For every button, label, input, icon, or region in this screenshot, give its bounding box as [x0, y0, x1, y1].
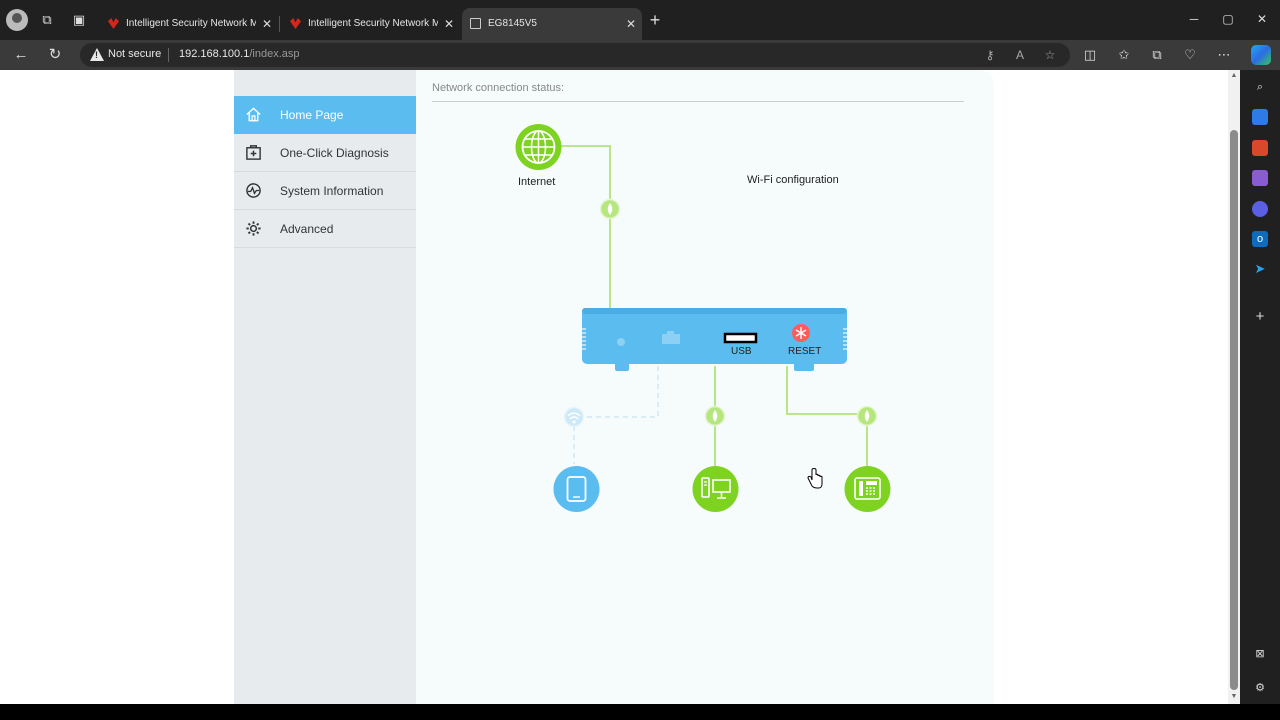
nav-advanced[interactable]: Advanced	[234, 210, 416, 248]
profile-avatar[interactable]	[6, 9, 28, 31]
scroll-thumb[interactable]	[1230, 130, 1238, 690]
close-window-icon[interactable]: ✕	[1256, 12, 1268, 26]
tab-title: EG8145V5	[488, 18, 537, 29]
usb-port-icon	[723, 332, 758, 344]
hide-sidebar-icon[interactable]: ⊠	[1255, 648, 1265, 660]
close-tab-icon[interactable]: ✕	[625, 17, 636, 31]
wifi-configuration-link[interactable]: Wi-Fi configuration	[747, 174, 839, 186]
page-icon	[470, 18, 481, 29]
copilot-sidebar-icon[interactable]	[1252, 201, 1268, 217]
tab-intelligent-security-1[interactable]: Intelligent Security Network Man ✕	[100, 8, 278, 40]
close-tab-icon[interactable]: ✕	[261, 17, 272, 31]
router-device-icon[interactable]	[582, 308, 847, 371]
send-icon[interactable]: ➤	[1254, 261, 1266, 276]
wifi-link-line	[573, 366, 659, 464]
nav-home-page[interactable]: Home Page	[234, 96, 425, 134]
address-bar[interactable]: Not secure 192.168.100.1/index.asp ⚷ A ☆	[80, 43, 1070, 67]
split-screen-icon[interactable]: ◫	[1083, 47, 1097, 62]
reset-label: RESET	[788, 346, 822, 357]
tools-icon[interactable]	[1252, 140, 1268, 156]
page-viewport: Home Page One-Click Diagnosis System Inf…	[0, 70, 1228, 704]
nav-one-click-diagnosis[interactable]: One-Click Diagnosis	[234, 134, 416, 172]
edge-sidebar: ⌕ o ➤ + ⊠ ⚙	[1240, 70, 1280, 704]
games-icon[interactable]	[1252, 170, 1268, 186]
browser-essentials-icon[interactable]: ♡	[1184, 47, 1196, 62]
phone-link-line	[786, 366, 868, 466]
maximize-icon[interactable]: ▢	[1222, 12, 1234, 26]
warning-icon	[90, 48, 104, 61]
phone-link-status-icon	[856, 405, 878, 427]
scroll-up-icon[interactable]: ▲	[1230, 72, 1238, 79]
tab-eg8145v5[interactable]: EG8145V5 ✕	[462, 8, 642, 40]
wifi-signal-icon	[563, 406, 585, 428]
close-tab-icon[interactable]: ✕	[443, 17, 454, 31]
tab-bar: ⧉ ▣ Intelligent Security Network Man ✕ I…	[0, 0, 1280, 40]
status-title: Network connection status:	[432, 82, 565, 94]
usb-label: USB	[731, 346, 752, 357]
new-tab-icon[interactable]: +	[649, 10, 661, 30]
internet-link-line	[557, 145, 611, 308]
tab-intelligent-security-2[interactable]: Intelligent Security Network Man ✕	[282, 8, 460, 40]
security-label[interactable]: Not secure	[108, 48, 162, 60]
nav-system-information[interactable]: System Information	[234, 172, 416, 210]
huawei-logo-icon	[108, 18, 119, 29]
key-icon[interactable]: ⚷	[985, 48, 995, 62]
refresh-icon[interactable]: ↻	[48, 46, 62, 63]
minimize-icon[interactable]: ─	[1189, 12, 1199, 26]
copilot-icon[interactable]	[1251, 45, 1271, 65]
search-icon[interactable]: ⌕	[1256, 81, 1264, 93]
address-toolbar: ← ↻ Not secure 192.168.100.1/index.asp ⚷…	[0, 40, 1280, 70]
favorites-icon[interactable]: ✩	[1118, 47, 1130, 62]
internet-label: Internet	[518, 176, 556, 188]
internet-globe-icon[interactable]	[515, 124, 562, 170]
shopping-tag-icon[interactable]	[1252, 109, 1268, 125]
telephone-device-icon[interactable]	[844, 466, 891, 512]
more-menu-icon[interactable]: ⋯	[1217, 47, 1231, 62]
back-icon[interactable]: ←	[13, 46, 29, 63]
read-aloud-icon[interactable]: A	[1015, 48, 1024, 62]
mobile-device-icon[interactable]	[553, 466, 600, 512]
internet-link-status-icon	[599, 198, 621, 220]
status-panel: Network connection status:	[416, 70, 994, 704]
favorite-star-icon[interactable]: ☆	[1044, 48, 1056, 62]
network-diagram	[515, 124, 891, 512]
hand-cursor-icon	[807, 468, 823, 489]
scroll-down-icon[interactable]: ▼	[1230, 693, 1238, 700]
router-nav: Home Page One-Click Diagnosis System Inf…	[234, 70, 425, 704]
huawei-logo-icon	[290, 18, 301, 29]
page-scrollbar[interactable]: ▲ ▼	[1228, 70, 1240, 704]
lan-port-icon	[662, 331, 680, 344]
divider	[432, 101, 964, 102]
workspaces-icon[interactable]: ⧉	[42, 12, 52, 27]
collections-icon[interactable]: ⧉	[1152, 47, 1162, 62]
power-port-icon	[617, 338, 625, 346]
tab-actions-icon[interactable]: ▣	[72, 12, 86, 27]
diagnosis-icon	[246, 145, 261, 160]
tab-title: Intelligent Security Network Man	[126, 18, 256, 29]
tab-title: Intelligent Security Network Man	[308, 18, 438, 29]
computer-link-status-icon	[704, 405, 726, 427]
pulse-icon	[246, 183, 261, 198]
outlook-icon[interactable]: o	[1252, 231, 1268, 247]
home-icon	[246, 107, 261, 122]
computer-device-icon[interactable]	[692, 466, 739, 512]
url-text[interactable]: 192.168.100.1/index.asp	[179, 48, 300, 60]
gear-icon	[246, 221, 261, 236]
add-sidebar-app-icon[interactable]: +	[1255, 308, 1265, 325]
sidebar-settings-icon[interactable]: ⚙	[1255, 682, 1265, 694]
taskbar-edge	[0, 704, 1280, 720]
